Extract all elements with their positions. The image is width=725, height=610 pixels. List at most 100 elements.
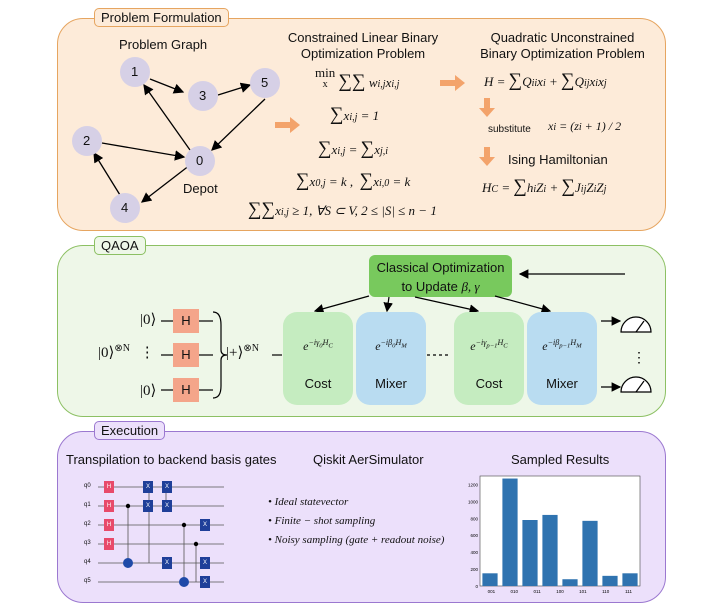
- ket-zero-top: |0⟩: [140, 312, 157, 328]
- qubo-title-line1: Quadratic Unconstrained: [490, 30, 635, 45]
- ket-zero-register-base: |0⟩: [98, 345, 115, 361]
- cost-block-p: e−iγp−1HC Cost: [454, 312, 524, 405]
- classical-title: Classical Optimization: [376, 260, 505, 275]
- chart-bar: [482, 573, 498, 586]
- graph-node-1: [120, 57, 150, 87]
- qaoa-tag: QAOA: [94, 236, 146, 255]
- mixer-block-0: e−iβ0HM Mixer: [356, 312, 426, 405]
- circuit-x-gate: X: [162, 500, 172, 512]
- x-tick-label: 010: [511, 589, 519, 594]
- y-tick-label: 600: [470, 533, 478, 538]
- sim-mode-item: • Noisy sampling (gate + readout noise): [268, 534, 445, 546]
- simulator-modes: • Ideal statevector • Finite − shot samp…: [268, 493, 444, 550]
- ising-title: Ising Hamiltonian: [508, 152, 608, 167]
- substitute-label: substitute: [488, 124, 531, 135]
- arrow-qubo-to-substitute: [479, 98, 495, 117]
- node-label-4: 4: [121, 200, 129, 215]
- clbo-constraint-3: ∑x0,j = k , ∑xi,0 = k: [296, 170, 411, 191]
- cost-label-0: Cost: [304, 376, 332, 391]
- circuit-x-gate: X: [162, 557, 172, 569]
- h-gate-1: H: [173, 309, 199, 333]
- cost-op-p: e−iγp−1HC: [470, 338, 508, 353]
- qubo-title-line2: Binary Optimization Problem: [480, 46, 645, 61]
- chart-bar: [542, 514, 558, 586]
- mixer-op-0: e−iβ0HM: [375, 338, 407, 353]
- edge-0-4: [140, 164, 191, 203]
- y-tick-label: 400: [470, 550, 478, 555]
- register-brace: [212, 311, 228, 399]
- qubo-title: Quadratic Unconstrained Binary Optimizat…: [465, 30, 660, 62]
- clbo-constraint-2: ∑xi,j = ∑xj,i: [318, 138, 389, 159]
- graph-node-2: [72, 126, 102, 156]
- problem-formulation-panel: [57, 18, 666, 231]
- mixer-label-0: Mixer: [375, 376, 407, 391]
- mixer-op-p: e−iβp−1HM: [542, 338, 582, 353]
- sim-mode-item: • Finite − shot sampling: [268, 515, 376, 527]
- depot-label: Depot: [183, 181, 218, 196]
- circuit-h-gate: H: [104, 481, 114, 493]
- node-label-2: 2: [83, 133, 91, 148]
- problem-graph: [72, 57, 280, 223]
- chart-bar: [502, 478, 518, 586]
- arrow-clbo-to-qubo: [440, 75, 465, 91]
- y-tick-label: 0: [475, 584, 478, 589]
- cost-block-0: e−iγ0HC Cost: [283, 312, 353, 405]
- circuit-h-gate: H: [104, 519, 114, 531]
- plus-state: |+⟩⊗N: [226, 343, 259, 362]
- feedback-arrow: [518, 269, 625, 279]
- x-tick-label: 111: [625, 589, 632, 594]
- sim-mode-finite: Finite − shot sampling: [274, 515, 376, 527]
- circuit-x-gate: X: [143, 481, 153, 493]
- chart-bar: [562, 579, 578, 586]
- qubit-label-2: q2: [84, 521, 91, 527]
- classical-params: β, γ: [461, 279, 480, 294]
- qubo-equation: H = ∑Qiixi + ∑Qijxixj: [484, 70, 607, 91]
- clbo-title-line1: Constrained Linear Binary: [287, 30, 439, 45]
- y-tick-label: 1000: [468, 499, 479, 504]
- x-tick-label: 100: [556, 589, 564, 594]
- graph-node-3: [188, 81, 218, 111]
- clbo-title: Constrained Linear Binary Optimization P…: [268, 30, 458, 62]
- ket-zero-bottom: |0⟩: [140, 383, 157, 399]
- svg-text:⋮: ⋮: [632, 351, 646, 366]
- problem-graph-title: Problem Graph: [119, 37, 208, 52]
- arrow-substitute-to-ising: [479, 147, 495, 166]
- clbo-constraint-4: ∑∑xi,j ≥ 1, ∀S ⊂ V, 2 ≤ |S| ≤ n − 1: [248, 199, 437, 220]
- mixer-block-p: e−iβp−1HM Mixer: [527, 312, 597, 405]
- execution-tag: Execution: [94, 421, 166, 440]
- edge-0-1: [143, 83, 191, 151]
- y-tick-label: 1200: [468, 482, 479, 487]
- chart-bar: [602, 575, 618, 586]
- node-label-3: 3: [199, 88, 207, 103]
- y-tick-label: 800: [470, 516, 478, 521]
- meter-icon: [620, 316, 652, 333]
- classical-optimization-box: Classical Optimization to Update β, γ: [369, 255, 512, 297]
- clbo-objective: min x ∑∑ wi,jxi,j: [315, 65, 400, 92]
- h-gate-2: H: [173, 343, 199, 367]
- c1-x: x: [343, 108, 350, 123]
- x-tick-label: 110: [602, 589, 610, 594]
- qubit-label-3: q3: [84, 540, 91, 546]
- chart-bar: [522, 520, 538, 586]
- qaoa-wiring: [161, 269, 625, 399]
- qubit-label-5: q5: [84, 578, 91, 584]
- min-subscript: x: [322, 79, 328, 90]
- edge-4-2: [93, 151, 121, 196]
- circuit-x-gate: X: [200, 557, 210, 569]
- node-label-0: 0: [196, 153, 204, 168]
- node-label-5: 5: [261, 75, 269, 90]
- transpilation-title: Transpilation to backend basis gates: [66, 452, 277, 467]
- cost-label-p: Cost: [475, 376, 503, 391]
- plus-state-base: |+⟩: [226, 345, 244, 361]
- sim-mode-noisy: Noisy sampling (gate + readout noise): [274, 534, 445, 546]
- circuit-x-gate: X: [143, 500, 153, 512]
- circuit-h-gate: H: [104, 500, 114, 512]
- clbo-title-line2: Optimization Problem: [300, 46, 426, 61]
- problem-formulation-tag: Problem Formulation: [94, 8, 229, 27]
- chart-bar: [582, 520, 598, 586]
- transpiled-circuit: q0 q1 q2 q3 q4 q5 H H H H X X X X X X X …: [84, 476, 234, 596]
- arrow-graph-to-clbo: [275, 117, 300, 133]
- sim-mode-ideal: Ideal statevector: [274, 496, 349, 508]
- circuit-x-gate: X: [162, 481, 172, 493]
